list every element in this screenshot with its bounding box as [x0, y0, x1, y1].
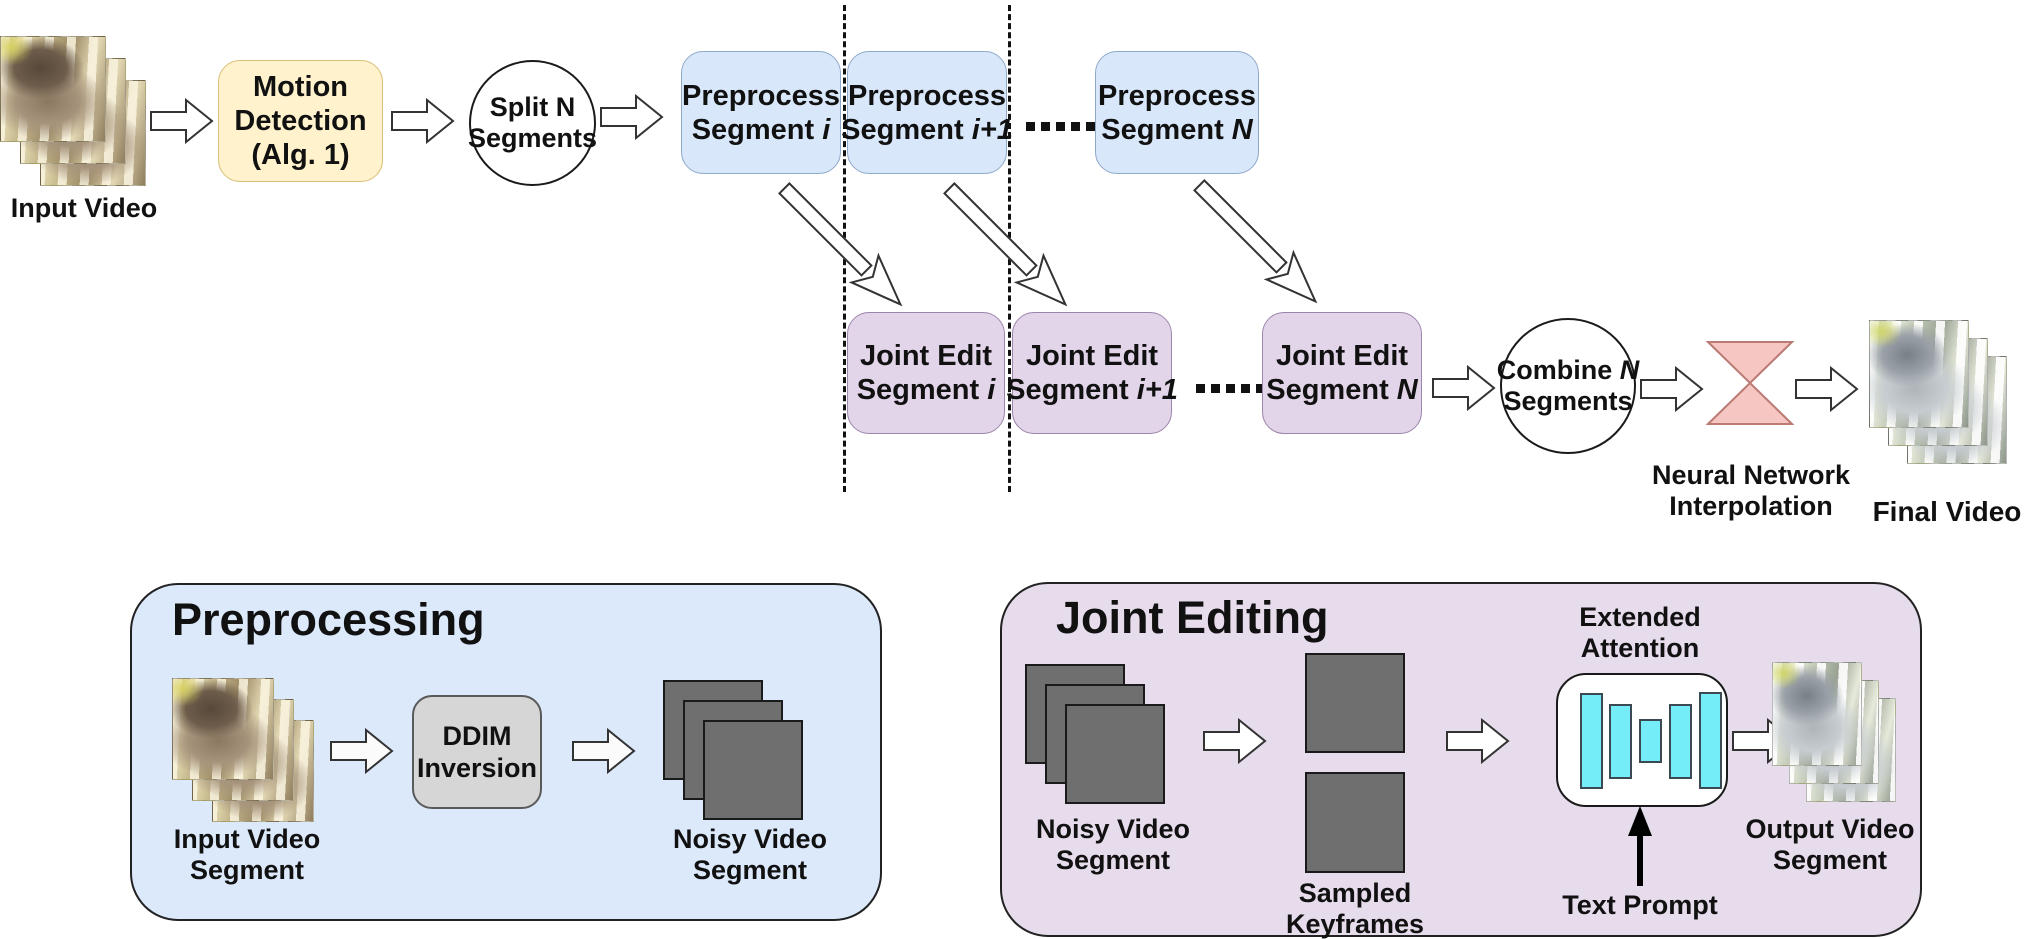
input-video-label: Input Video	[10, 193, 158, 223]
preprocess-segment-i-box: Preprocess Segment i	[681, 51, 841, 174]
extended-attention-label: Extended Attention	[1579, 602, 1701, 663]
unet-bar	[1639, 719, 1662, 763]
combine-segments-circle: Combine N Segments	[1497, 318, 1639, 454]
box-line2: Segment i+1	[1006, 374, 1178, 406]
box-line1: Preprocess	[682, 79, 840, 112]
flow-arrow-icon	[600, 94, 664, 140]
preprocess-segment-n-box: Preprocess Segment N	[1095, 51, 1259, 174]
unet-bar	[1609, 704, 1632, 779]
flow-arrow-icon	[391, 98, 455, 144]
joint-editing-title: Joint Editing	[1056, 592, 1329, 643]
sampled-keyframe-2	[1305, 772, 1405, 873]
motion-line2: Detection	[234, 105, 367, 137]
split-segments-circle: Split N Segments	[467, 60, 598, 186]
flow-arrow-icon	[572, 728, 636, 774]
flow-arrow-icon	[1640, 366, 1704, 412]
output-segment-label: Output Video Segment	[1745, 814, 1915, 875]
box-line1: Preprocess	[848, 79, 1006, 112]
box-line2: Segment i	[691, 113, 831, 146]
box-line2: Segment i+1	[841, 113, 1013, 146]
preprocessing-title: Preprocessing	[172, 594, 485, 645]
input-video-stack	[0, 36, 148, 188]
output-segment-stack	[1772, 662, 1896, 802]
unet-bar	[1699, 692, 1722, 789]
combine-line1: Combine N	[1496, 355, 1640, 385]
box-line1: Preprocess	[1098, 79, 1256, 112]
motion-detection-box: Motion Detection (Alg. 1)	[218, 60, 383, 182]
combine-line2: Segments	[1503, 386, 1633, 416]
joint-edit-segment-n-box: Joint Edit Segment N	[1262, 312, 1422, 434]
noisy-segment-stack-2	[1025, 664, 1169, 808]
motion-line1: Motion	[252, 71, 348, 103]
final-video-stack	[1869, 320, 2009, 466]
video-frame	[1772, 662, 1862, 766]
unet-bar	[1580, 693, 1603, 789]
joint-edit-segment-i1-box: Joint Edit Segment i+1	[1006, 312, 1178, 434]
noisy-frame	[703, 720, 803, 820]
box-line1: Joint Edit	[859, 340, 993, 372]
flow-arrow-icon	[1432, 365, 1496, 411]
box-line2: Segment i	[856, 374, 996, 406]
box-line2: Segment N	[1266, 374, 1418, 406]
video-frame	[0, 36, 106, 142]
box-line2: Segment N	[1101, 113, 1253, 146]
noisy-segment-label: Noisy Video Segment	[672, 824, 828, 885]
input-segment-stack	[172, 678, 314, 822]
split-line2: Segments	[467, 123, 598, 153]
sampled-keyframes-label: Sampled Keyframes	[1285, 878, 1425, 939]
noisy-frame	[1065, 704, 1165, 804]
flow-arrow-icon	[330, 728, 394, 774]
nn-interpolation-label: Neural Network Interpolation	[1651, 460, 1851, 521]
diagonal-flow-arrow-icon	[943, 182, 1068, 307]
text-prompt-arrow-icon	[1628, 806, 1652, 886]
diagonal-flow-arrow-icon	[1193, 179, 1318, 304]
noisy-segment-label-2: Noisy Video Segment	[1035, 814, 1191, 875]
motion-line3: (Alg. 1)	[251, 139, 350, 171]
ellipsis-dots	[1196, 384, 1265, 393]
ellipsis-dots	[1026, 122, 1095, 131]
flow-arrow-icon	[150, 98, 214, 144]
unet-bar	[1669, 704, 1692, 779]
preprocess-segment-i1-box: Preprocess Segment i+1	[841, 51, 1013, 174]
box-line1: Joint Edit	[1025, 340, 1159, 372]
split-line1: Split N	[489, 92, 576, 122]
box-line1: Joint Edit	[1275, 340, 1409, 372]
flow-arrow-icon	[1795, 366, 1859, 412]
flow-arrow-icon	[1446, 718, 1510, 764]
input-segment-label: Input Video Segment	[173, 824, 321, 885]
noisy-segment-stack	[663, 680, 805, 822]
video-frame	[1869, 320, 1969, 428]
text-prompt-label: Text Prompt	[1562, 890, 1718, 920]
extended-attention-box	[1556, 673, 1728, 807]
final-video-label: Final Video	[1872, 496, 2022, 527]
neural-network-bowtie-icon	[1706, 341, 1794, 425]
diagonal-flow-arrow-icon	[778, 182, 903, 307]
flow-arrow-icon	[1203, 718, 1267, 764]
joint-edit-segment-i-box: Joint Edit Segment i	[847, 312, 1005, 434]
sampled-keyframe-1	[1305, 653, 1405, 753]
video-frame	[172, 678, 274, 780]
ddim-inversion-box: DDIM Inversion	[412, 695, 542, 809]
